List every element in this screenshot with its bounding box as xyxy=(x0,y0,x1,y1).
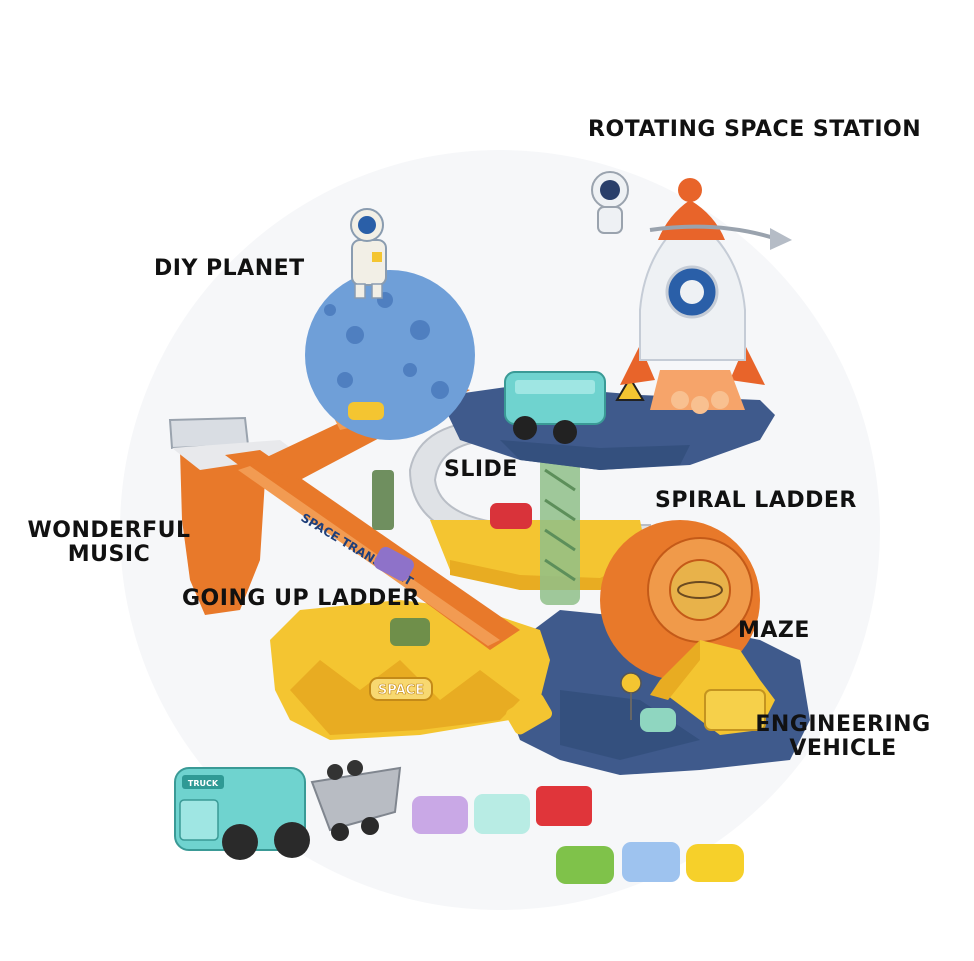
floating-astronaut xyxy=(591,171,629,234)
light-blue-van xyxy=(622,842,680,882)
label-engineering-vehicle: ENGINEERING VEHICLE xyxy=(748,713,938,761)
purple-car-ramp xyxy=(374,546,414,582)
label-rotating-space-station: ROTATING SPACE STATION xyxy=(588,117,922,142)
yellow-car-ramp xyxy=(348,402,384,420)
red-car-slide xyxy=(490,503,532,529)
label-slide: SLIDE xyxy=(444,457,518,482)
orange-tower xyxy=(180,440,265,615)
label-engineering-vehicle-line2: VEHICLE xyxy=(789,736,897,761)
diy-planet xyxy=(305,270,475,440)
teal-truck-large: TRUCK xyxy=(174,767,310,860)
label-spiral-ladder: SPIRAL LADDER xyxy=(655,488,857,513)
space-sign: SPACE xyxy=(378,683,424,698)
yellow-school-bus xyxy=(506,693,552,735)
label-going-up-ladder: GOING UP LADDER xyxy=(182,586,420,611)
label-wonderful-music-line1: WONDERFUL xyxy=(27,518,191,543)
lilac-car xyxy=(412,796,468,834)
support-post xyxy=(372,470,394,530)
warning-sign xyxy=(615,376,645,401)
mint-bus xyxy=(474,794,530,834)
label-diy-planet: DIY PLANET xyxy=(154,256,305,281)
astronaut-figure xyxy=(350,208,387,299)
label-wonderful-music: WONDERFUL MUSIC xyxy=(24,519,194,567)
grey-dump-trailer xyxy=(310,760,402,841)
mint-car-base xyxy=(640,708,676,732)
red-dump-truck xyxy=(536,786,592,826)
round-sign xyxy=(620,672,642,694)
yellow-taxi xyxy=(686,844,744,882)
green-suv xyxy=(556,846,614,884)
label-wonderful-music-line2: MUSIC xyxy=(67,542,151,567)
spiral-ladder-tube xyxy=(540,455,580,605)
rocket-space-station xyxy=(620,178,792,414)
teal-bus-top xyxy=(504,371,606,444)
green-truck-ramp xyxy=(390,618,430,646)
space-sign-plate xyxy=(369,677,433,701)
label-maze: MAZE xyxy=(738,618,810,643)
truck-sign: TRUCK xyxy=(188,779,219,788)
label-engineering-vehicle-line1: ENGINEERING xyxy=(755,712,931,737)
